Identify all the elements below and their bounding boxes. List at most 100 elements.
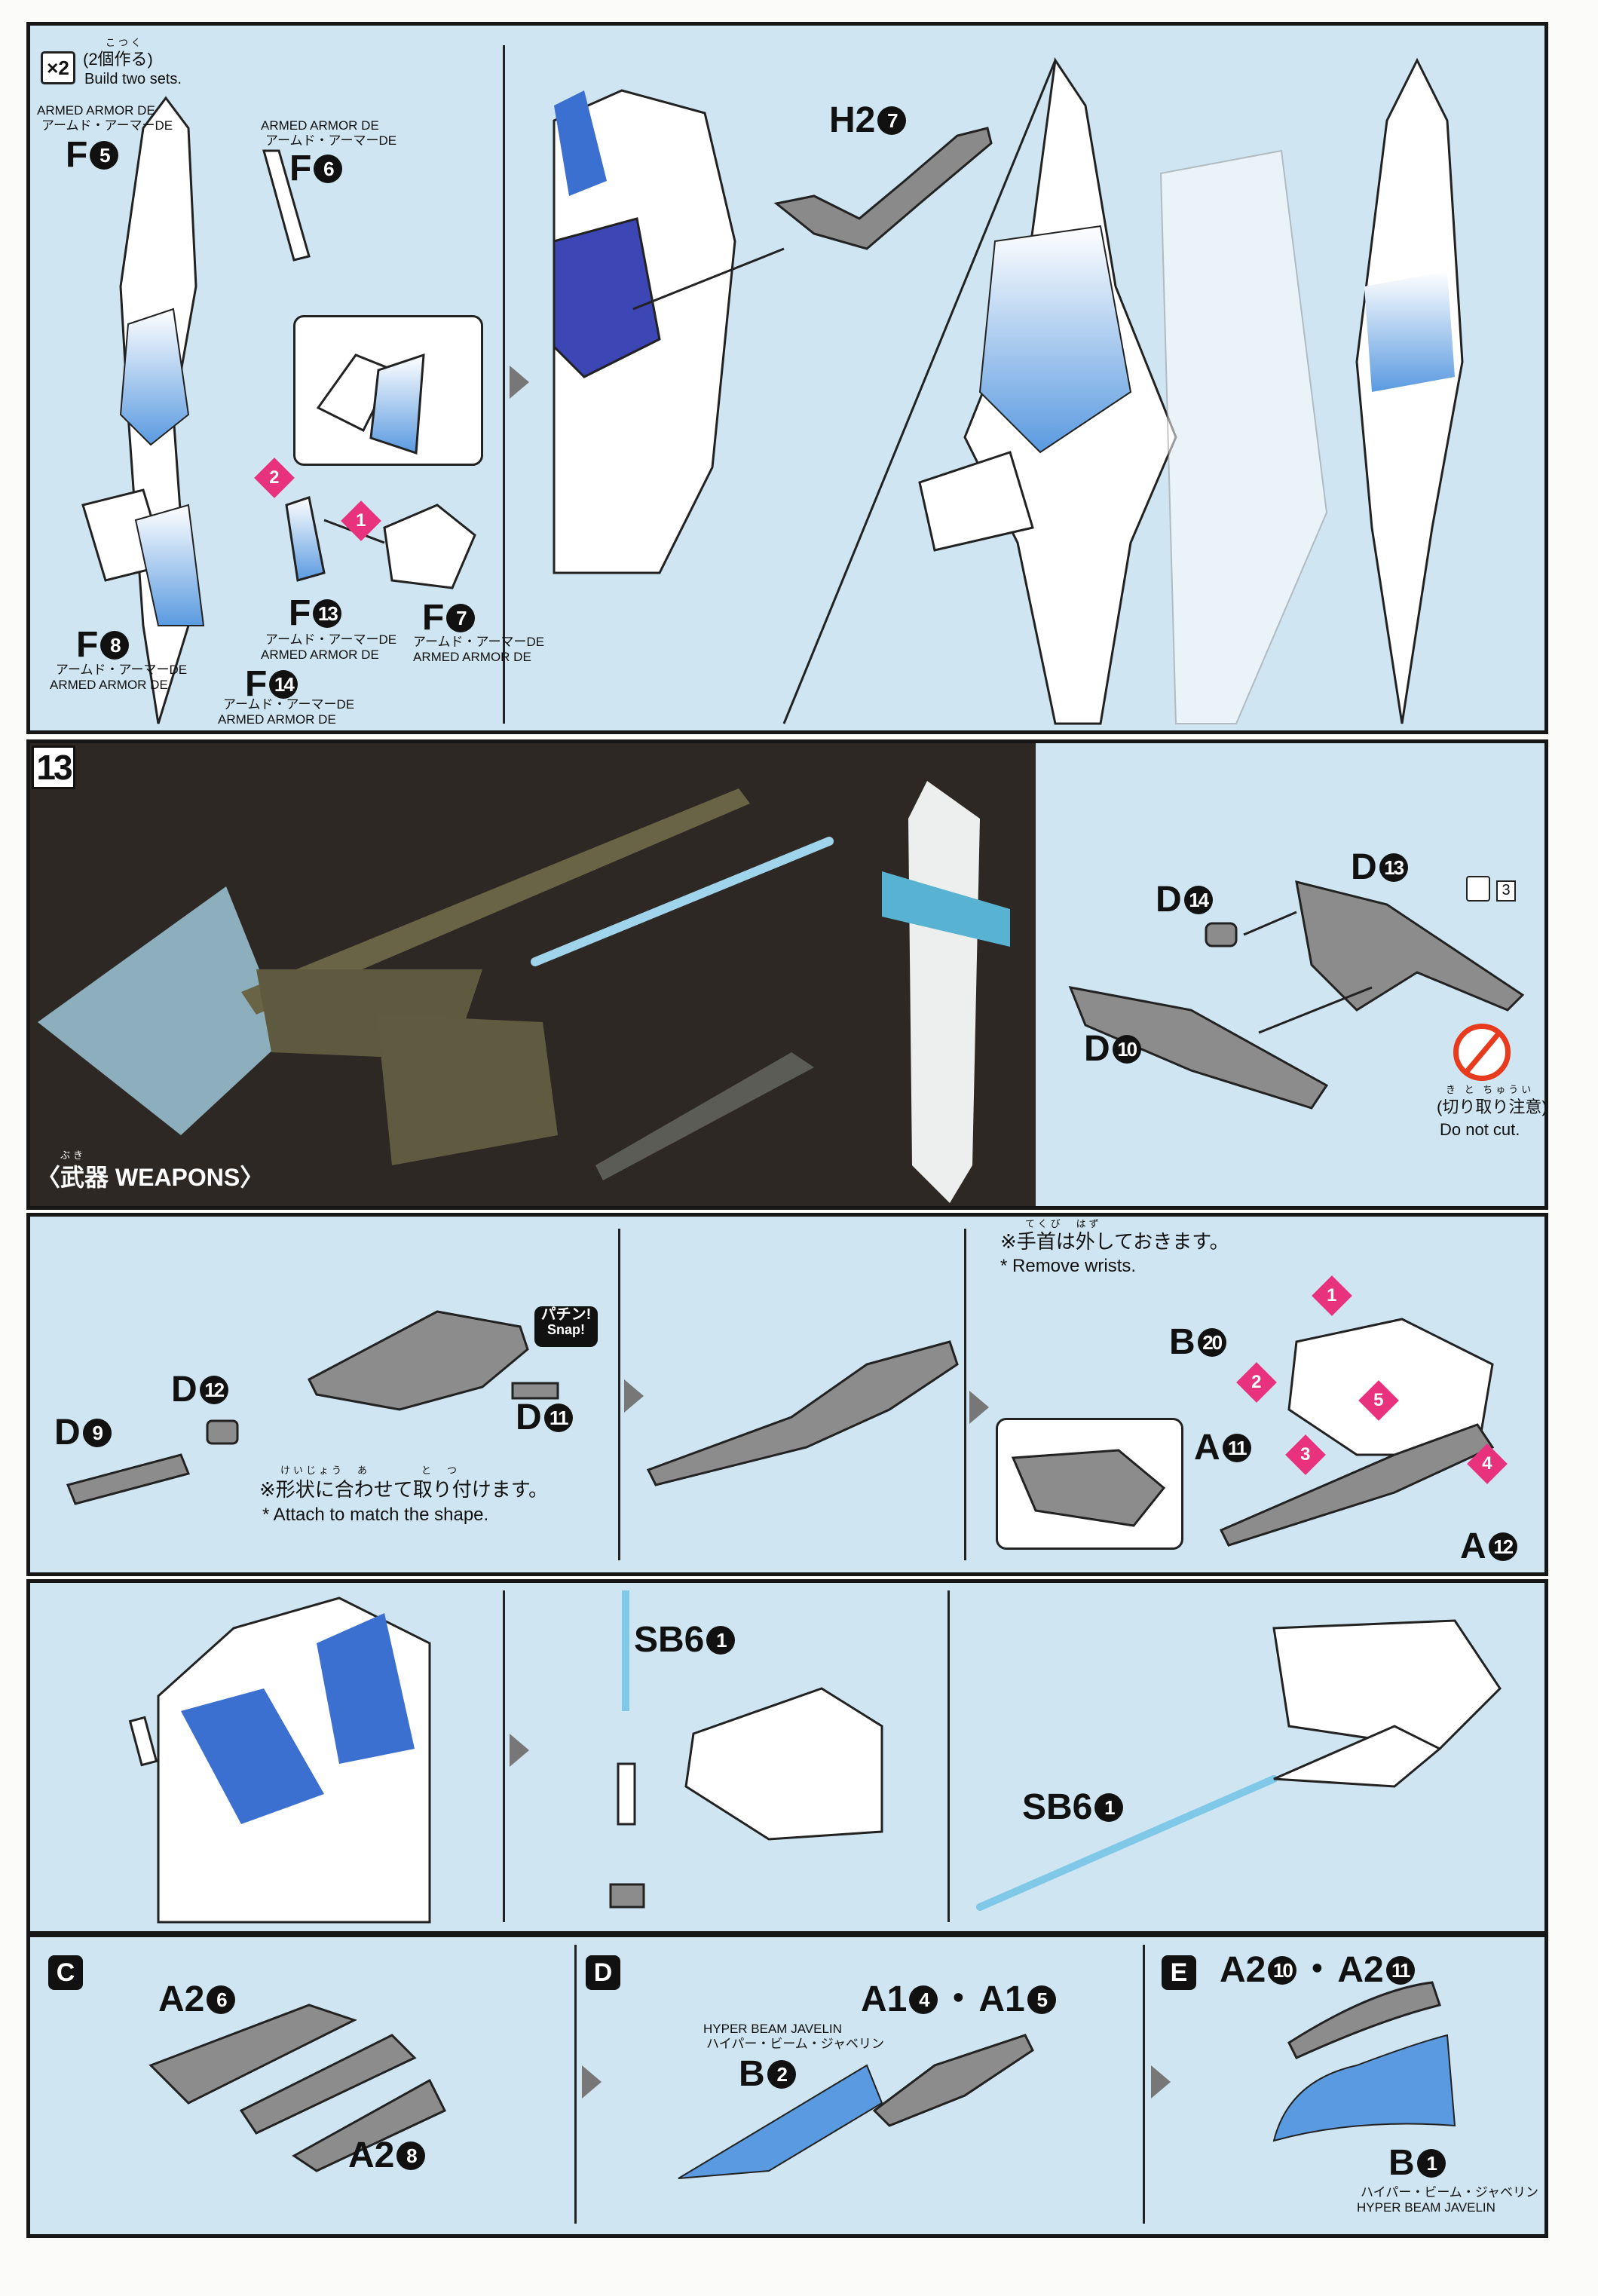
next-arrow bbox=[510, 1734, 529, 1767]
attach-note-jp: ※形状に合わせて取り付けます。 bbox=[259, 1478, 549, 1501]
f8-caption-en: ARMED ARMOR DE bbox=[50, 678, 168, 692]
step-c-badge: C bbox=[48, 1955, 83, 1990]
divider bbox=[503, 45, 505, 724]
javelin-caption-en: HYPER BEAM JAVELIN bbox=[1357, 2200, 1495, 2215]
saber-attached-illustration bbox=[976, 1619, 1502, 1911]
hand-rifle-illustration bbox=[1219, 1318, 1495, 1547]
javelin-caption-jp: ハイパー・ビーム・ジャベリン bbox=[1361, 2185, 1538, 2200]
next-arrow bbox=[1151, 2065, 1171, 2099]
f7-caption-jp: アームド・アーマーDE bbox=[413, 635, 545, 649]
wrists-note-jp: ※手首は外しておきます。 bbox=[1000, 1230, 1229, 1253]
f8-caption-jp: アームド・アーマーDE bbox=[56, 663, 188, 677]
ruby-text: けいじょう あ と つ bbox=[280, 1465, 461, 1476]
ruby-text: ぶき bbox=[60, 1150, 87, 1161]
build-note-en: Build two sets. bbox=[84, 71, 182, 87]
attach-note-en: * Attach to match the shape. bbox=[262, 1505, 489, 1525]
diagonal-divider bbox=[782, 60, 1057, 724]
javelin-blade-illustration bbox=[678, 2034, 1034, 2179]
javelin-fan-illustration bbox=[1272, 1981, 1456, 2142]
divider bbox=[1143, 1945, 1145, 2224]
next-arrow bbox=[510, 366, 529, 399]
divider bbox=[947, 1590, 950, 1922]
next-arrow bbox=[624, 1379, 644, 1413]
ruby-text: てくび はず bbox=[1025, 1218, 1102, 1229]
do-not-cut-en: Do not cut. bbox=[1440, 1120, 1520, 1139]
sticker-number: 3 bbox=[1496, 880, 1516, 902]
weapons-heading: 〈武器 WEAPONS〉 bbox=[36, 1164, 265, 1191]
f5-caption-jp: アームド・アーマーDE bbox=[41, 118, 173, 133]
grip-detail-icon bbox=[1011, 1449, 1166, 1527]
f6-caption-jp: アームド・アーマーDE bbox=[265, 133, 397, 148]
do-not-cut-icon bbox=[1453, 1024, 1511, 1081]
rifle-parts-illustration bbox=[66, 1310, 559, 1505]
step-d-badge: D bbox=[586, 1955, 620, 1990]
wrists-note-en: * Remove wrists. bbox=[1000, 1256, 1137, 1276]
f13-caption-en: ARMED ARMOR DE bbox=[261, 647, 379, 662]
mobile-suit-full-illustration bbox=[918, 57, 1464, 725]
f14-caption-en: ARMED ARMOR DE bbox=[218, 712, 336, 727]
f13-caption-jp: アームド・アーマーDE bbox=[265, 632, 397, 647]
armor-part-f13-f7 bbox=[285, 496, 476, 589]
ruby-text: き と ちゅうい bbox=[1446, 1084, 1535, 1095]
snap-jp: パチン! bbox=[540, 1306, 592, 1323]
divider bbox=[618, 1229, 620, 1560]
f5-caption-en: ARMED ARMOR DE bbox=[37, 103, 155, 118]
f6-caption-en: ARMED ARMOR DE bbox=[261, 118, 379, 133]
detail-inset bbox=[996, 1418, 1183, 1550]
weapons-photo-illustration bbox=[38, 781, 1010, 1203]
armor-part-f6 bbox=[262, 149, 311, 262]
divider bbox=[503, 1590, 505, 1922]
divider bbox=[964, 1229, 966, 1560]
armed-armor-illustration bbox=[81, 96, 205, 724]
step-number: 13 bbox=[32, 745, 75, 789]
do-not-cut-jp: (切り取り注意) bbox=[1437, 1097, 1547, 1116]
mobile-suit-closeup-illustration bbox=[553, 89, 736, 574]
build-note-jp: (2個作る) bbox=[83, 50, 153, 69]
armor-detail-icon bbox=[316, 353, 425, 455]
divider bbox=[574, 1945, 577, 2224]
javelin-caption-jp: ハイパー・ビーム・ジャベリン bbox=[706, 2037, 884, 2051]
javelin-frame-illustration bbox=[148, 2004, 447, 2172]
next-arrow bbox=[582, 2065, 602, 2099]
f14-caption-jp: アームド・アーマーDE bbox=[223, 697, 355, 712]
rifle-assembled-illustration bbox=[646, 1340, 959, 1486]
ruby-text: こつく bbox=[106, 37, 145, 48]
part-h27-illustration bbox=[632, 127, 993, 311]
detail-inset bbox=[293, 315, 483, 466]
next-arrow bbox=[969, 1391, 989, 1424]
javelin-caption-en: HYPER BEAM JAVELIN bbox=[703, 2022, 842, 2036]
backpack-illustration bbox=[128, 1596, 431, 1924]
step-e-badge: E bbox=[1162, 1955, 1196, 1990]
snap-en: Snap! bbox=[546, 1322, 585, 1337]
weapons-photo: 13 ぶき 〈武器 WEAPONS〉 bbox=[30, 743, 1036, 1206]
build-two-sets-badge: ×2 bbox=[41, 51, 75, 84]
rifle-assembly-illustration bbox=[1068, 880, 1525, 1110]
saber-hilt-illustration bbox=[609, 1590, 883, 1909]
sticker-icon bbox=[1466, 876, 1490, 902]
snap-bubble: パチン! Snap! bbox=[534, 1306, 598, 1347]
f7-caption-en: ARMED ARMOR DE bbox=[413, 650, 531, 664]
